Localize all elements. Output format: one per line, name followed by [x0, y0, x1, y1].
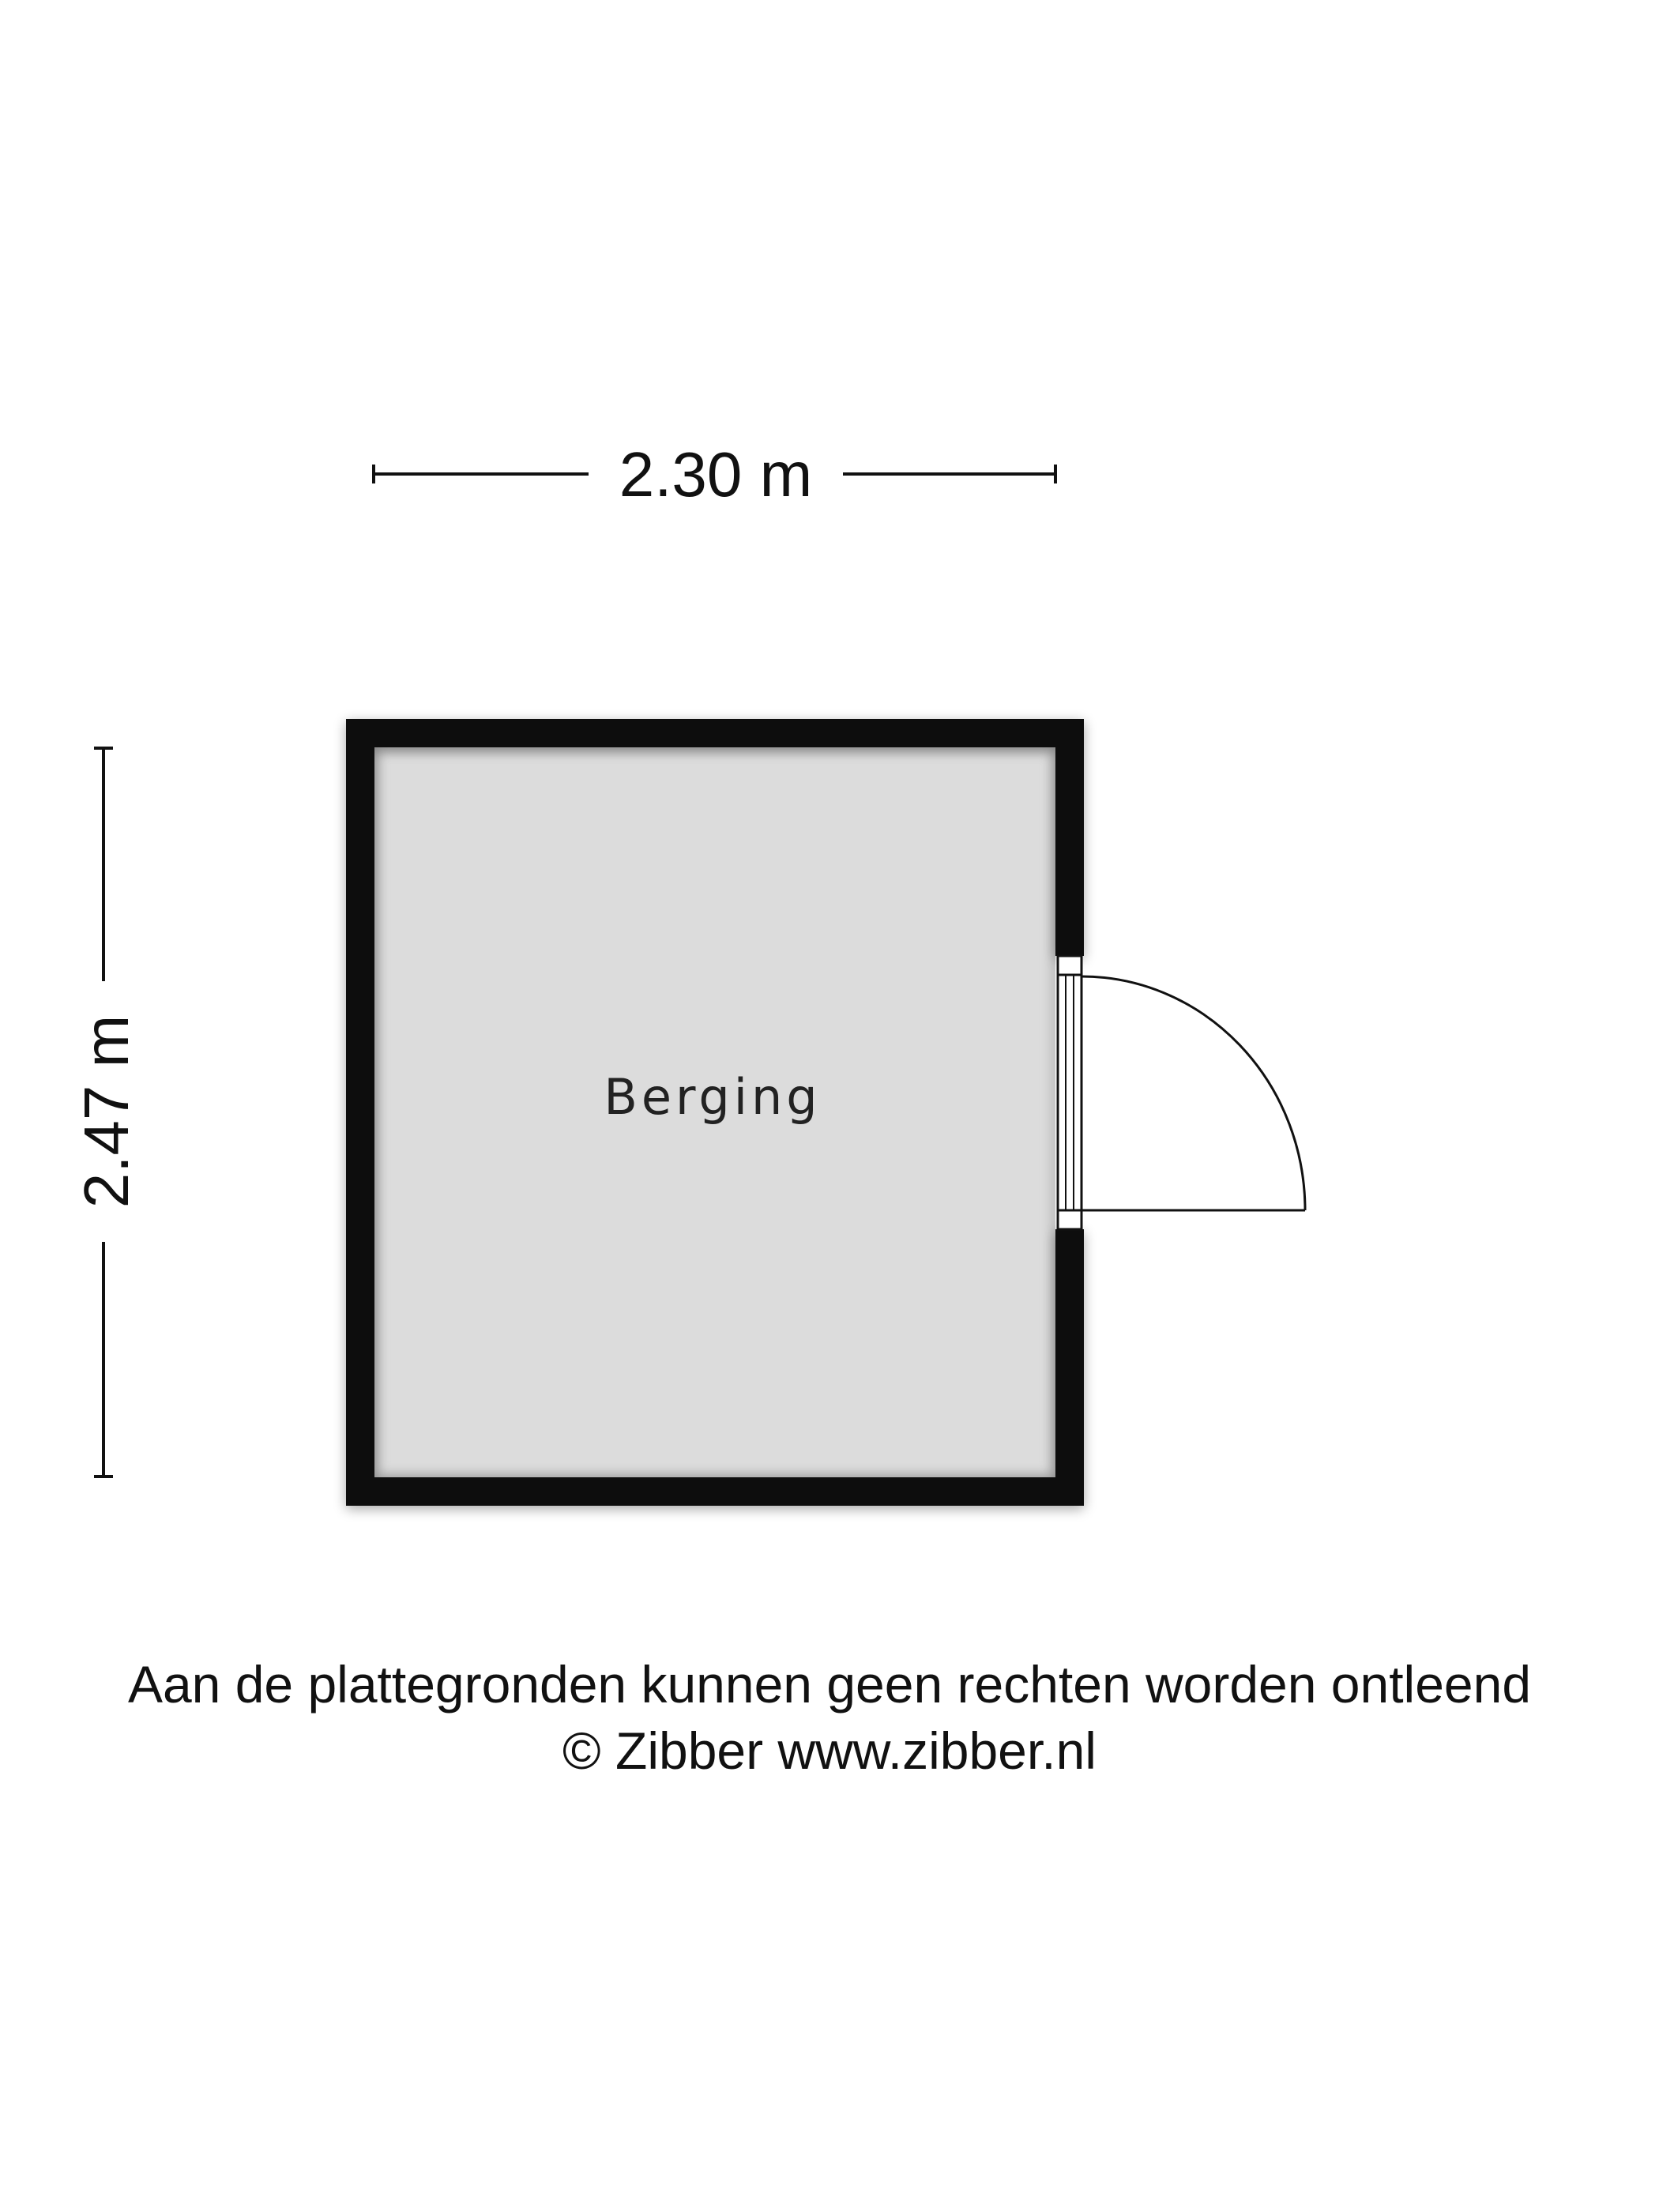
- disclaimer-text: Aan de plattegronden kunnen geen rechten…: [127, 1655, 1532, 1714]
- width-dimension-label: 2.30 m: [619, 439, 813, 510]
- room-floor: [374, 747, 1055, 1477]
- wall-right-upper: [1055, 719, 1084, 956]
- wall-left: [346, 719, 374, 1506]
- wall-right-lower: [1055, 1229, 1084, 1506]
- room-berging: Berging: [346, 719, 1307, 1506]
- door: [1056, 954, 1307, 1231]
- wall-bottom: [346, 1477, 1084, 1506]
- door-jamb-bottom: [1056, 1209, 1083, 1231]
- height-dimension: 2.47 m: [71, 747, 141, 1478]
- wall-top: [346, 719, 1084, 747]
- door-jamb-top: [1056, 954, 1083, 976]
- height-dimension-label: 2.47 m: [71, 1015, 141, 1209]
- door-frame: [1056, 973, 1083, 1212]
- room-label: Berging: [604, 1068, 821, 1126]
- walls: [346, 719, 1084, 1506]
- door-swing-arc: [1081, 975, 1307, 1211]
- width-dimension: 2.30 m: [372, 439, 1057, 510]
- copyright-text: © Zibber www.zibber.nl: [562, 1721, 1097, 1780]
